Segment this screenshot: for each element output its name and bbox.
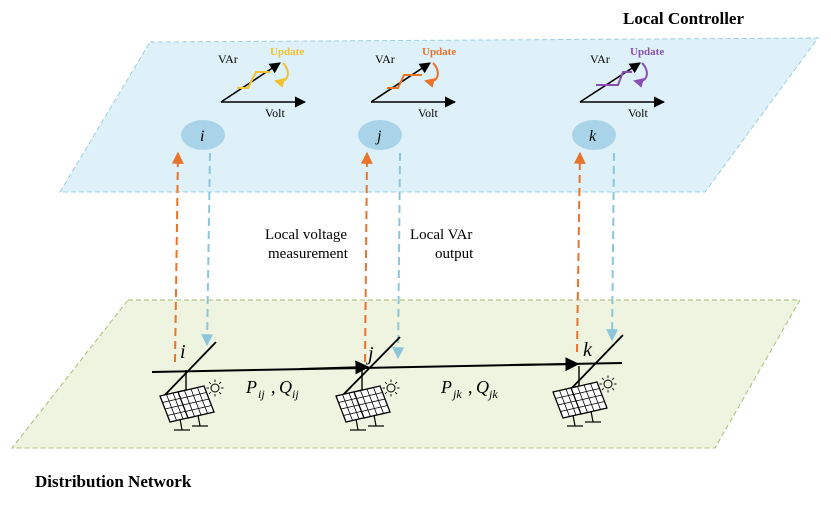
- volt-axis-label: Volt: [418, 106, 438, 120]
- controller-node-k: [572, 120, 616, 150]
- sun-icon: [210, 383, 220, 393]
- panel-stand: [373, 414, 377, 427]
- flow-arrow-ij: [299, 360, 370, 375]
- bus-label-i: i: [180, 341, 186, 363]
- flow-q-sub: jk: [487, 387, 498, 401]
- output-arrow-k: [606, 152, 619, 342]
- flow-arrow-jk: [509, 357, 580, 372]
- sun-ray: [218, 381, 222, 385]
- controller-node-label: j: [375, 128, 382, 145]
- sun-ray: [384, 391, 388, 395]
- droop-curve: [596, 71, 632, 86]
- sun-ray: [384, 381, 388, 385]
- output-arrow-i: [201, 152, 214, 347]
- update-icon: [424, 62, 439, 88]
- panel-grid: [185, 405, 212, 412]
- sun-icon: [386, 383, 396, 393]
- update-icon: [633, 62, 648, 88]
- network-plane-label: Distribution Network: [35, 472, 192, 491]
- panel-grid: [358, 398, 386, 406]
- bus-label-j: j: [365, 343, 374, 365]
- panel-stand: [355, 418, 359, 431]
- measurement-arrow-j: [360, 151, 373, 363]
- volt-axis-label: Volt: [628, 106, 648, 120]
- panel-stand: [179, 418, 183, 431]
- panel-stand: [590, 410, 594, 423]
- flow-label-jk: P jk , Q jk: [440, 377, 498, 401]
- sun-ray: [208, 391, 212, 395]
- sun-ray: [611, 387, 615, 391]
- sun-ray: [611, 377, 615, 381]
- controller-node-label: i: [200, 128, 204, 145]
- sun-ray: [218, 391, 222, 395]
- var-axis-label: VAr: [218, 52, 238, 66]
- var-axis: [579, 62, 641, 103]
- communication-links: [171, 151, 619, 363]
- bus-bar-j: [339, 336, 401, 399]
- measurement-label-line2: measurement: [268, 246, 349, 262]
- panel-grid: [575, 394, 603, 402]
- measurement-arrow-i: [171, 151, 184, 363]
- sun-icon: [603, 379, 613, 389]
- sun-ray: [394, 381, 398, 385]
- measurement-label-line1: Local voltage: [265, 227, 347, 243]
- flow-q-sub: ij: [292, 387, 299, 401]
- update-label: Update: [270, 46, 304, 58]
- flow-label-ij: P ij , Q ij: [245, 377, 299, 401]
- update-label: Update: [630, 46, 664, 58]
- droop-curve: [237, 71, 270, 89]
- volt-axis-label: Volt: [265, 106, 285, 120]
- controller-k: VAr Volt Update k: [572, 46, 666, 150]
- controller-node-i: [181, 120, 225, 150]
- var-axis-label: VAr: [375, 52, 395, 66]
- panel-grid: [356, 392, 383, 399]
- feeder: [151, 334, 624, 399]
- panel-grid: [180, 392, 207, 399]
- output-arrow-j: [392, 152, 405, 360]
- panel-grid: [361, 405, 388, 412]
- output-label-line2: output: [435, 246, 474, 262]
- sun-ray: [394, 391, 398, 395]
- panel-grid: [182, 398, 210, 406]
- flow-sep: ,: [468, 377, 473, 397]
- controller-node-label: k: [589, 128, 597, 145]
- bus-label-k: k: [583, 339, 593, 361]
- flow-p: P: [440, 377, 452, 397]
- output-label-line1: Local VAr: [410, 227, 472, 243]
- var-axis-label: VAr: [590, 52, 610, 66]
- controller-plane-label: Local Controller: [623, 9, 744, 28]
- bus-bar-k: [566, 334, 624, 394]
- panel-stand: [197, 414, 201, 427]
- controller-node-j: [358, 120, 402, 150]
- flow-p: P: [245, 377, 257, 397]
- flow-p-sub: jk: [451, 387, 462, 401]
- network-plane: [10, 299, 801, 449]
- update-label: Update: [422, 46, 456, 58]
- flow-q: Q: [279, 377, 292, 397]
- flow-sep: ,: [271, 377, 276, 397]
- controller-j: VAr Volt Update j: [358, 46, 456, 150]
- flow-p-sub: ij: [258, 387, 265, 401]
- flow-q: Q: [476, 377, 489, 397]
- bus-bar-i: [161, 341, 217, 399]
- droop-curve: [387, 74, 422, 89]
- controller-i: VAr Volt Update i: [181, 46, 307, 150]
- solar-panel-icon: [335, 370, 400, 431]
- panel-grid: [573, 388, 600, 395]
- sun-ray: [601, 387, 605, 391]
- update-icon: [274, 62, 289, 88]
- panel-stand: [572, 414, 576, 427]
- sun-ray: [208, 381, 212, 385]
- solar-panel-icon: [552, 366, 617, 427]
- solar-panel-icon: [159, 370, 224, 431]
- controller-plane: [59, 37, 819, 193]
- measurement-arrow-k: [573, 151, 586, 353]
- panel-grid: [578, 401, 605, 408]
- sun-ray: [601, 377, 605, 381]
